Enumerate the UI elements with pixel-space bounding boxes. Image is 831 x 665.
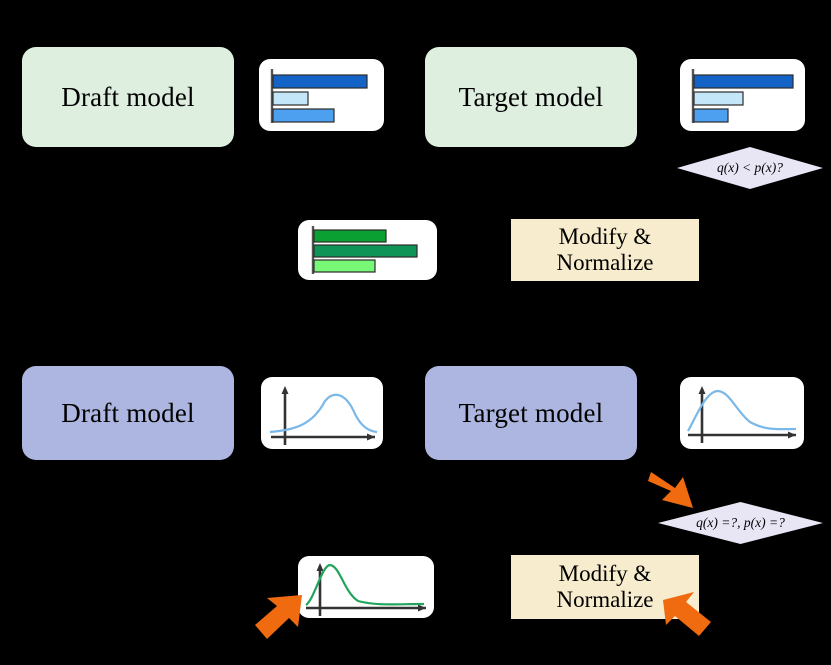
y-axis-arrowhead [281, 386, 289, 394]
row1-modify-normalize-box[interactable]: Modify & Normalize [511, 219, 699, 281]
bar-2 [272, 108, 335, 123]
modified-bar-chart-svg [311, 226, 418, 274]
arrow-to-result-chart-icon [245, 592, 307, 646]
bar-0 [313, 229, 387, 243]
distribution-curve [687, 389, 797, 432]
distribution-curve [305, 563, 425, 606]
row2-target-model-label: Target model [458, 397, 604, 428]
row1-draft-model-box[interactable]: Draft model [22, 47, 234, 147]
draft-distribution-svg [269, 386, 378, 445]
arrow-polygon [648, 472, 693, 508]
arrow-to-modify-box-icon [660, 590, 718, 642]
bar-1 [272, 91, 309, 106]
row1-target-bar-chart [680, 59, 805, 131]
diamond-polygon [658, 502, 823, 544]
bar-2 [313, 259, 376, 273]
row2-modify-normalize-label: Modify & Normalize [556, 561, 654, 612]
bar-1 [313, 244, 418, 258]
arrow-polygon [255, 595, 302, 639]
row2-decision-diamond[interactable]: q(x) =?, p(x) =? [657, 501, 824, 545]
arrow-to-decision-icon [647, 466, 705, 514]
modified-distribution-svg [305, 563, 426, 616]
orange-arrow-up-left [663, 592, 711, 636]
orange-arrow-up-right [255, 595, 302, 639]
diamond-shape [677, 147, 823, 189]
diamond-polygon [677, 147, 823, 189]
row1-target-model-label: Target model [458, 81, 604, 112]
x-axis-arrowhead [367, 433, 375, 441]
row1-draft-model-label: Draft model [61, 81, 195, 112]
row2-draft-model-label: Draft model [61, 397, 195, 428]
row1-decision-label: q(x) < p(x)? [716, 160, 784, 175]
orange-arrow-down-right [648, 472, 693, 508]
row2-decision-label: q(x) =?, p(x) =? [696, 515, 785, 530]
x-axis-arrowhead [418, 604, 426, 612]
bar-0 [272, 74, 368, 89]
row2-draft-model-box[interactable]: Draft model [22, 366, 234, 460]
bar-1 [693, 91, 744, 106]
row2-result-distribution-chart [298, 556, 434, 618]
x-axis-arrowhead [788, 431, 796, 439]
distribution-curve [269, 393, 378, 434]
arrow-polygon [663, 592, 711, 636]
y-axis-arrowhead [698, 386, 706, 394]
target-distribution-svg [687, 386, 797, 443]
row2-target-distribution-chart [680, 377, 804, 449]
row1-draft-bar-chart [259, 59, 384, 131]
row1-result-bar-chart [298, 220, 437, 280]
diamond-shape [658, 502, 823, 544]
row1-decision-diamond[interactable]: q(x) < p(x)? [676, 146, 824, 190]
target-bar-chart-svg [691, 69, 794, 123]
row1-modify-normalize-label: Modify & Normalize [556, 224, 654, 275]
row1-target-model-box[interactable]: Target model [425, 47, 637, 147]
bar-0 [693, 74, 794, 89]
bar-2 [693, 108, 729, 123]
y-axis-arrowhead [316, 563, 324, 571]
row2-draft-distribution-chart [261, 377, 383, 449]
draft-bar-chart-svg [270, 69, 368, 123]
row2-target-model-box[interactable]: Target model [425, 366, 637, 460]
